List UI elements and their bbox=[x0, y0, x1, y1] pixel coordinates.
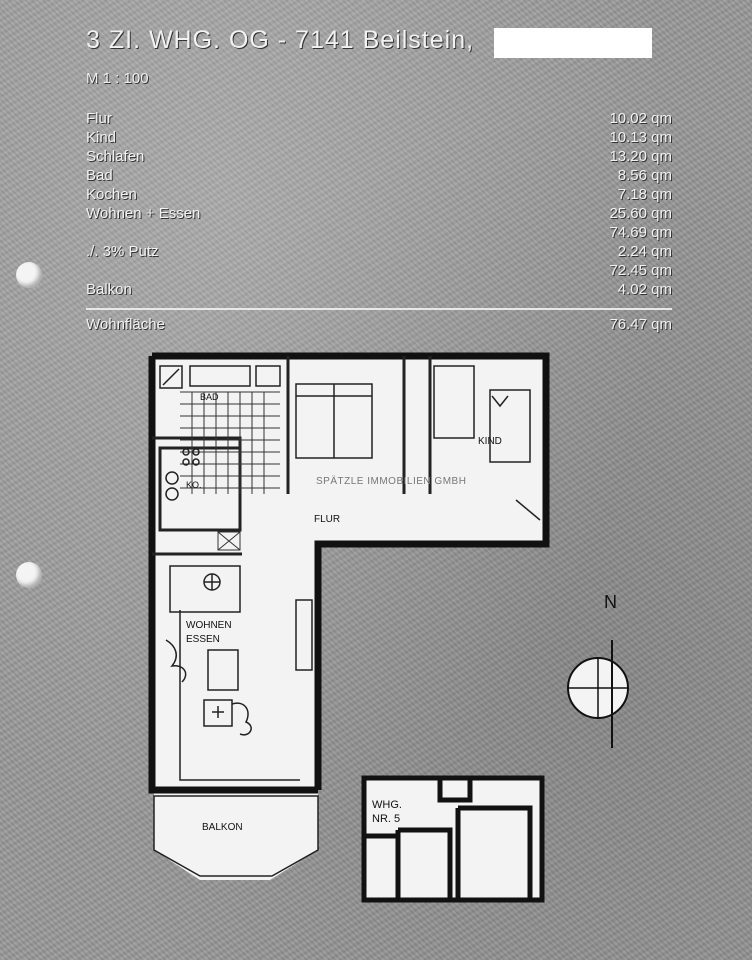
bath-fixtures bbox=[159, 365, 281, 501]
punch-hole bbox=[16, 262, 42, 288]
area-label: Balkon bbox=[86, 281, 132, 298]
bedroom-furniture bbox=[295, 365, 541, 521]
area-label: Schlafen bbox=[86, 148, 145, 165]
area-label: Bad bbox=[86, 167, 113, 184]
area-label: ./. 3% Putz bbox=[86, 243, 159, 260]
area-row: Wohnen + Essen 25.60 qm bbox=[86, 205, 672, 224]
area-value: 13.20 qm bbox=[609, 148, 672, 165]
room-label-balkon: BALKON bbox=[202, 822, 243, 833]
room-label-kochen: KO. bbox=[186, 480, 202, 490]
area-label: Flur bbox=[86, 110, 112, 127]
area-row: Balkon 4.02 qm bbox=[86, 281, 672, 300]
area-value: 25.60 qm bbox=[609, 205, 672, 222]
area-row: Schlafen 13.20 qm bbox=[86, 148, 672, 167]
area-value: 8.56 qm bbox=[617, 167, 672, 184]
area-label: Wohnen + Essen bbox=[86, 205, 201, 222]
page-title: 3 ZI. WHG. OG - 7141 Beilstein, bbox=[86, 26, 475, 54]
area-row: 72.45 qm bbox=[86, 262, 672, 281]
room-label-bad: BAD bbox=[200, 392, 219, 402]
area-row: Kind 10.13 qm bbox=[86, 129, 672, 148]
total-value: 76.47 qm bbox=[609, 316, 672, 333]
balcony-outline bbox=[153, 795, 319, 877]
area-row: Flur 10.02 qm bbox=[86, 110, 672, 129]
watermark: SPÄTZLE IMMOBILIEN GMBH bbox=[316, 475, 466, 487]
total-label: Wohnfläche bbox=[86, 316, 165, 333]
area-value: 4.02 qm bbox=[617, 281, 672, 298]
room-labels: BAD KO. KIND FLUR WOHNEN ESSEN BALKON bbox=[186, 392, 502, 833]
area-row: Kochen 7.18 qm bbox=[86, 186, 672, 205]
area-row: Bad 8.56 qm bbox=[86, 167, 672, 186]
area-value: 10.02 qm bbox=[609, 110, 672, 127]
compass-icon: N bbox=[567, 592, 629, 748]
area-value: 10.13 qm bbox=[609, 129, 672, 146]
area-value: 7.18 qm bbox=[617, 186, 672, 203]
area-value: 74.69 qm bbox=[609, 224, 672, 241]
area-label: Kochen bbox=[86, 186, 137, 203]
area-label: Kind bbox=[86, 129, 117, 146]
area-row: 74.69 qm bbox=[86, 224, 672, 243]
redaction-box bbox=[494, 28, 652, 58]
living-furniture bbox=[165, 565, 313, 781]
key-plan: WHG. NR. 5 bbox=[361, 775, 545, 903]
divider bbox=[86, 308, 672, 310]
area-value: 2.24 qm bbox=[617, 243, 672, 260]
key-plan-line1: WHG. bbox=[372, 799, 402, 811]
total-row: Wohnfläche 76.47 qm bbox=[86, 316, 672, 335]
room-label-kind: KIND bbox=[478, 436, 502, 447]
key-plan-line2: NR. 5 bbox=[372, 813, 400, 825]
room-label-flur: FLUR bbox=[314, 514, 340, 525]
scale-label: M 1 : 100 bbox=[86, 70, 149, 87]
kitchen-box bbox=[217, 531, 241, 551]
bath-tiles bbox=[180, 391, 280, 494]
punch-hole bbox=[16, 562, 42, 588]
area-row: ./. 3% Putz 2.24 qm bbox=[86, 243, 672, 262]
room-label-essen: ESSEN bbox=[186, 634, 220, 645]
compass-north-label: N bbox=[604, 592, 617, 612]
room-label-wohnen: WOHNEN bbox=[186, 620, 232, 631]
outer-walls bbox=[148, 352, 550, 794]
area-value: 72.45 qm bbox=[609, 262, 672, 279]
